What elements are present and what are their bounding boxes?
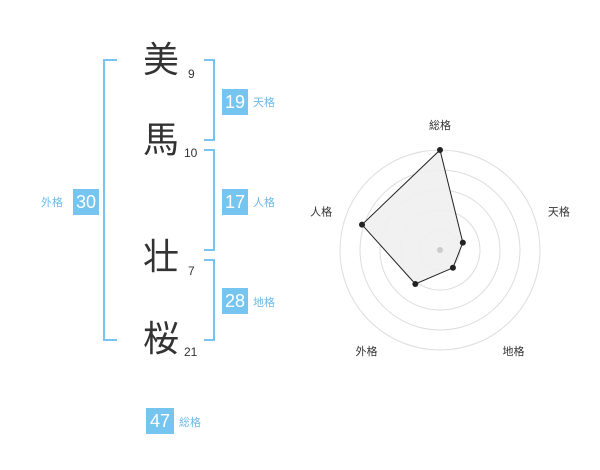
- radar-point: [459, 239, 466, 246]
- chikaku-label: 地格: [253, 296, 275, 309]
- tenkaku-bracket: [204, 59, 215, 141]
- gaikaku-bracket: [103, 59, 117, 341]
- chikaku-value: 28: [222, 288, 248, 314]
- radar-axis-label: 地格: [502, 344, 524, 358]
- name-char-1: 美: [143, 40, 180, 81]
- radar-axis-label: 人格: [310, 204, 332, 218]
- stroke-count-4: 21: [184, 345, 198, 359]
- name-char-3: 壮: [143, 237, 180, 278]
- radar-point: [449, 264, 456, 271]
- radar-point: [437, 147, 443, 153]
- soukaku-value: 47: [146, 408, 174, 434]
- radar-point: [412, 280, 419, 287]
- stroke-count-1: 9: [188, 67, 195, 81]
- tenkaku-value: 19: [222, 89, 248, 115]
- radar-center: [437, 247, 443, 253]
- radar-point: [359, 221, 366, 228]
- stroke-count-3: 7: [188, 264, 195, 278]
- name-char-4: 桜: [143, 319, 180, 360]
- radar-axis-label: 総格: [429, 118, 451, 132]
- jinkaku-label: 人格: [253, 196, 275, 209]
- name-char-2: 馬: [143, 120, 180, 161]
- tenkaku-label: 天格: [253, 96, 275, 109]
- gaikaku-label: 外格: [41, 196, 63, 209]
- chikaku-bracket: [204, 259, 215, 341]
- stroke-count-2: 10: [184, 146, 198, 160]
- jinkaku-value: 17: [222, 189, 248, 215]
- radar-axis-label: 外格: [356, 344, 378, 358]
- soukaku-label: 総格: [179, 416, 201, 429]
- jinkaku-bracket: [204, 149, 215, 251]
- radar-axis-label: 天格: [548, 204, 570, 218]
- gaikaku-value: 30: [73, 189, 99, 215]
